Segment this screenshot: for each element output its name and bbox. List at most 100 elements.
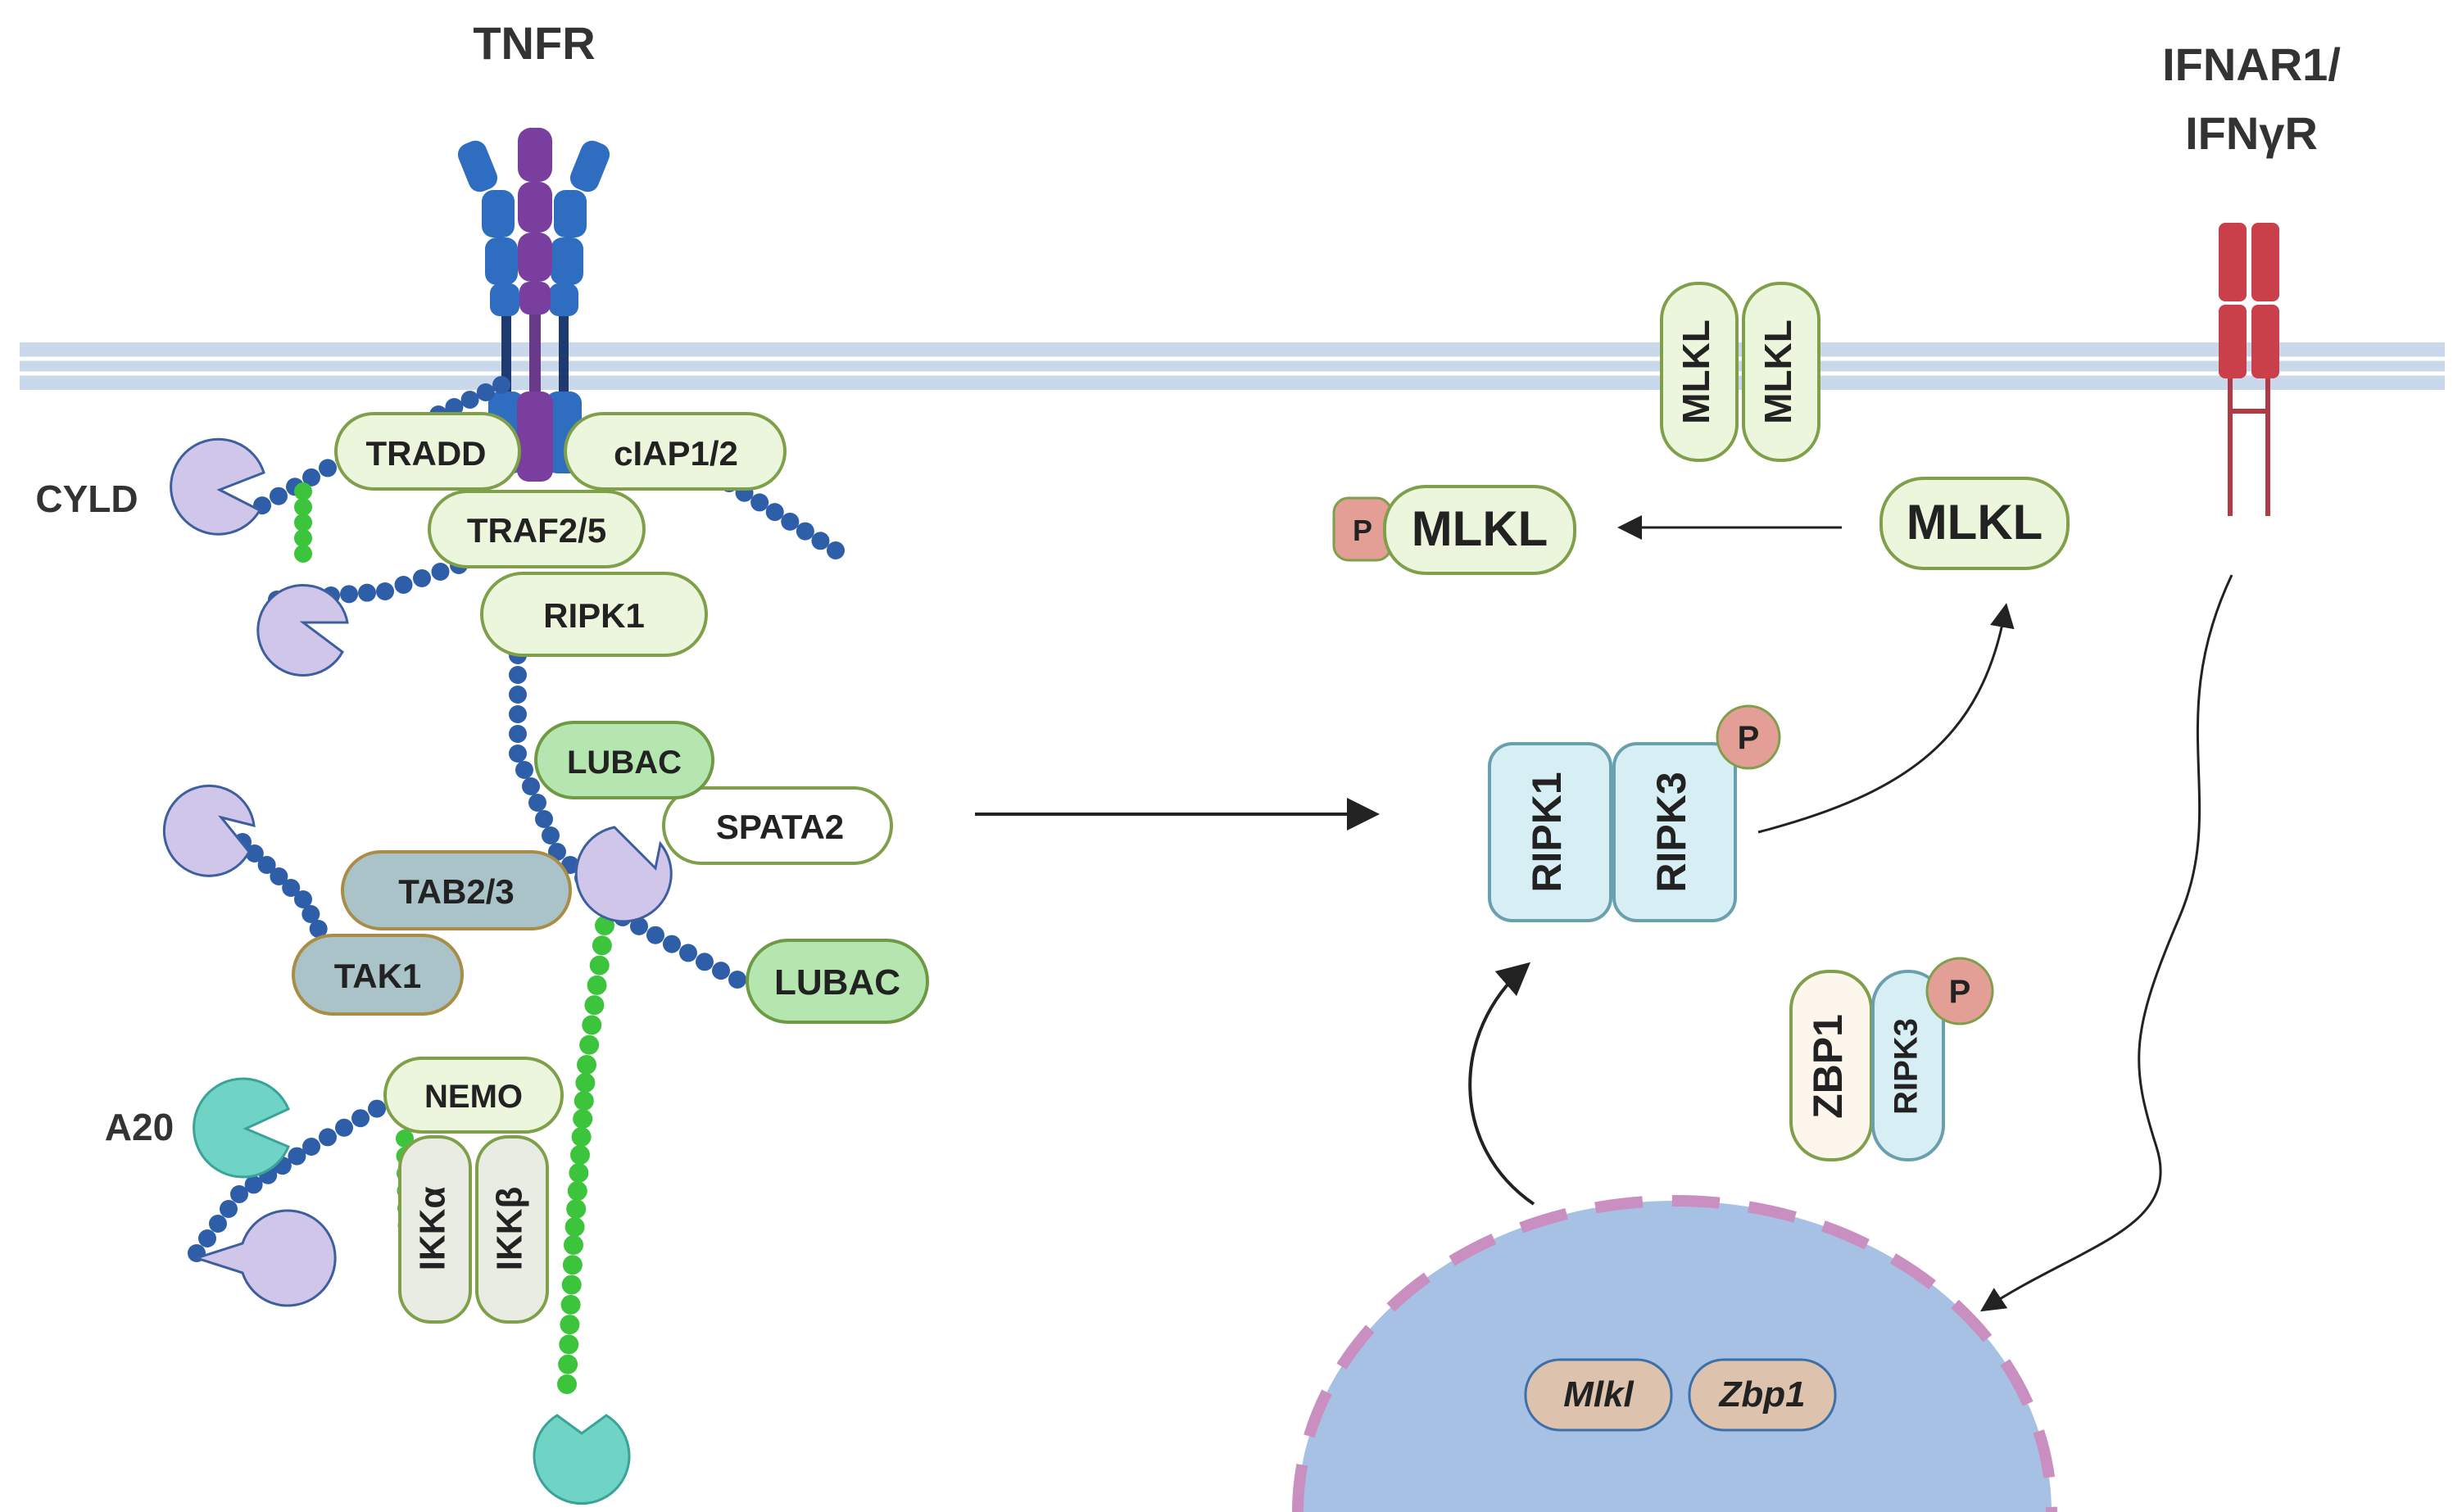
ubiquitin-bead (646, 926, 664, 944)
ubiquitin-bead (351, 1109, 370, 1128)
ubiquitin-bead (560, 1294, 581, 1315)
ripk1-box (480, 572, 708, 657)
ubiquitin-bead (592, 935, 612, 956)
ubiquitin-bead (319, 1128, 337, 1147)
ubiquitin-bead (509, 666, 527, 684)
ubiquitin-bead (445, 398, 464, 416)
cyld-enzyme (170, 437, 265, 536)
tak1-label: TAK1 (334, 957, 422, 995)
mlkl-dimer-label-b: MLKL (1757, 319, 1799, 424)
ubiquitin-bead (558, 1354, 578, 1374)
ubiquitin-bead (230, 1185, 248, 1203)
ubiquitin-bead (571, 1127, 592, 1147)
lubac-top-label: LUBAC (567, 745, 682, 781)
spata2-box (662, 786, 893, 865)
p-mlkl-p-label: P (1353, 514, 1372, 547)
ubiquitin-bead (559, 1334, 579, 1355)
ubiquitin-bead (542, 826, 560, 844)
ubiquitin-bead (515, 761, 533, 779)
ubiquitin-bead (302, 905, 320, 923)
zbp1-p-label: P (1949, 974, 1971, 1010)
gene-zbp1-box (1688, 1358, 1837, 1432)
ubiquitin-bead (569, 1163, 589, 1183)
tak1-box (292, 934, 464, 1016)
ubiquitin-bead (476, 383, 495, 401)
mlkl-dimer-label-a: MLKL (1675, 319, 1717, 424)
ubiquitin-bead (294, 482, 312, 500)
necrosome-p-label: P (1738, 720, 1760, 756)
ubiquitin-bead (294, 890, 312, 908)
ubiquitin-bead (564, 1235, 583, 1255)
dub-tak-enzyme (162, 784, 256, 877)
ubiquitin-bead (294, 514, 312, 532)
ubiquitin-bead (589, 955, 610, 976)
dub-spata2-enzyme (574, 826, 673, 923)
ubiquitin-bead (827, 541, 845, 559)
arrows (975, 515, 2233, 1312)
spata2-label: SPATA2 (716, 808, 844, 846)
phospho-mlkl: P MLKL (1332, 485, 1576, 575)
ikka-label: IKKα (413, 1187, 453, 1271)
ubiquitin-bead (728, 971, 746, 989)
mlkl-dimer: MLKL MLKL (1660, 282, 1820, 462)
p-mlkl-label: MLKL (1412, 501, 1548, 556)
ubiquitin-bead (712, 962, 730, 980)
ubiquitin-bead (244, 1175, 263, 1194)
lubac-bottom-box (746, 939, 929, 1024)
dub-enzymes (162, 437, 673, 1505)
arrow-nucleus-to-necrosome (1468, 962, 1535, 1206)
zbp1-ripk3-label: RIPK3 (1888, 1018, 1925, 1115)
ubiquitin-bead (509, 686, 527, 704)
ikka-box (398, 1135, 472, 1324)
ubiquitin-bead (294, 529, 312, 547)
dub-a20-lower-enzyme (193, 1209, 337, 1307)
ubiquitin-bead (376, 582, 394, 600)
ubiquitin-bead (302, 468, 320, 487)
tradd-box (334, 412, 521, 491)
ubiquitin-bead (750, 493, 769, 512)
ubiquitin-bead (575, 1073, 596, 1093)
ubiquitin-bead (561, 1274, 582, 1295)
ubiquitin-bead (220, 1200, 238, 1218)
ubiquitin-bead (270, 867, 288, 885)
ifnar-label-line1: IFNAR1/ (2162, 38, 2341, 90)
lubac-top-box (534, 721, 714, 799)
ubiquitin-bead (413, 569, 431, 587)
ubiquitin-bead (663, 935, 681, 953)
ubiquitin-bead (796, 522, 814, 541)
ubiquitin-bead (396, 1129, 414, 1148)
nucleus: Mlkl Zbp1 (1292, 1195, 2057, 1512)
zbp1-ripk3: ZBP1 RIPK3 P (1789, 957, 1994, 1161)
complex-i: TRADD cIAP1/2 TRAF2/5 RIPK1 SPATA2 LUBAC… (292, 412, 929, 1324)
cyld-label: CYLD (35, 478, 138, 520)
ubiquitin-bead (574, 1091, 594, 1111)
ubiquitin-bead (209, 1215, 227, 1233)
ubiquitin-bead (562, 1255, 583, 1275)
ubiquitin-bead (587, 975, 607, 995)
ubiquitin-bead (582, 1015, 602, 1035)
ubiquitin-bead (696, 953, 714, 971)
ubiquitin-bead (288, 1147, 306, 1166)
ubiquitin-bead (577, 1055, 596, 1075)
ubiquitin-bead (394, 576, 413, 594)
a20-enzyme (193, 1077, 290, 1179)
gene-mlkl-box (1524, 1358, 1673, 1432)
lubac-bottom-label: LUBAC (774, 962, 900, 1003)
a20-label: A20 (105, 1106, 174, 1148)
ub-chain-ciap (720, 474, 845, 559)
ubiquitin-bead (282, 879, 301, 897)
dub-ripk1-enzyme (256, 584, 349, 677)
tab-box (341, 850, 572, 930)
ikkb-label: IKKβ (490, 1187, 530, 1271)
necrosome-ripk1-label: RIPK1 (1524, 772, 1570, 892)
ubiquitin-bead (584, 995, 605, 1016)
ikkb-box (475, 1135, 549, 1324)
mlkl-monomer: MLKL (1879, 477, 2070, 570)
ubiquitin-bead (573, 1109, 593, 1129)
ubiquitin-bead (560, 1315, 580, 1335)
traf-label: TRAF2/5 (467, 511, 606, 550)
arrow-necrosome-to-mlkl (1757, 603, 2015, 834)
ubiquitin-bead (567, 1181, 587, 1201)
ubiquitin-bead (765, 503, 784, 522)
